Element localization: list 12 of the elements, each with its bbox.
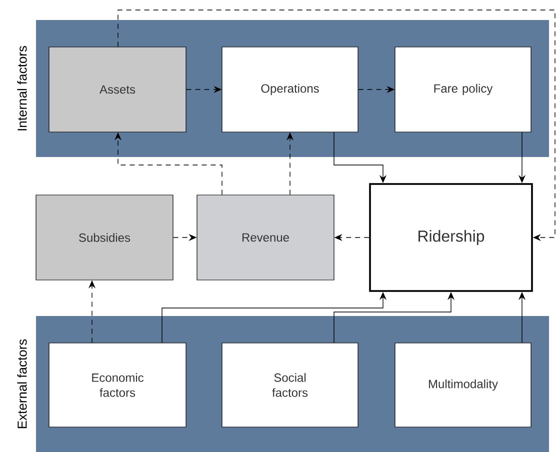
factor-box: Assets (48, 46, 186, 132)
ridership-box: Ridership (369, 183, 533, 292)
factor-box: Social factors (222, 342, 358, 428)
factor-box: Fare policy (394, 46, 532, 132)
band-heading: External factors (17, 339, 27, 428)
factor-box: Revenue (196, 194, 334, 280)
factor-box: Economic factors (48, 342, 186, 428)
arrow (118, 10, 556, 242)
band-heading: Internal factors (17, 46, 27, 130)
factor-box: Subsidies (36, 194, 174, 280)
factor-box: Operations (222, 46, 358, 132)
factor-box: Multimodality (394, 342, 532, 428)
